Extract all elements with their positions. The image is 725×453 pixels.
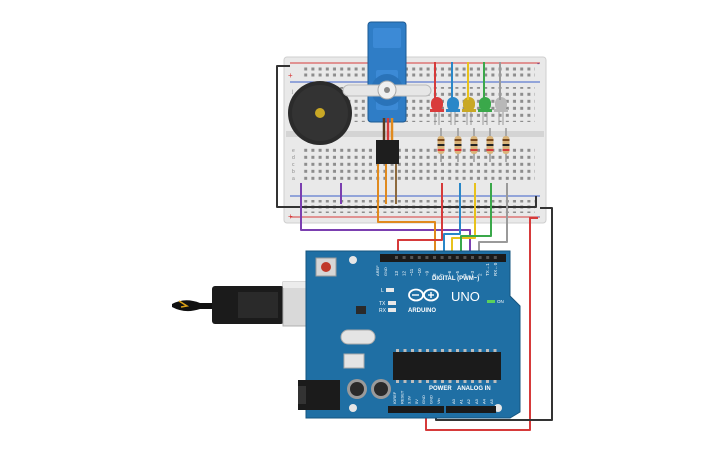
- aref-label: AREF: [375, 265, 380, 276]
- tx-label: TX: [379, 301, 386, 307]
- wire-red-5v[interactable]: [397, 183, 443, 258]
- resistor-array: [437, 128, 510, 162]
- row-letter: b: [292, 169, 295, 175]
- led[interactable]: [494, 97, 508, 125]
- row-letter: d: [292, 155, 295, 161]
- analog-pin-label: A1: [459, 398, 464, 404]
- digital-pin-label: ~3: [470, 270, 475, 276]
- uno-label: UNO: [451, 289, 480, 304]
- digital-pin-label: ~9: [424, 270, 429, 276]
- power-pin-label: 3.3V: [407, 395, 412, 404]
- rail-minus-top: -: [537, 59, 540, 68]
- wire-purple-buzzer[interactable]: [300, 183, 471, 258]
- l-label: L: [381, 288, 384, 294]
- analog-pin-label: A4: [481, 398, 486, 404]
- rx-label: RX: [379, 308, 387, 314]
- wire-black-buzzer[interactable]: [276, 65, 537, 208]
- digital-pin-label: 7: [440, 273, 445, 276]
- analog-pin-label: A2: [466, 398, 471, 404]
- digital-pin-label: 2: [478, 273, 483, 276]
- resistor[interactable]: [502, 128, 510, 162]
- power-pin-label: 5V: [414, 399, 419, 404]
- analog-pin-label: A5: [489, 398, 494, 404]
- digital-pin-label: TX→1: [485, 263, 490, 276]
- analog-pin-label: A3: [474, 398, 479, 404]
- power-pin-label: GND: [429, 395, 434, 404]
- resistor[interactable]: [454, 128, 462, 162]
- servo-motor[interactable]: [342, 21, 432, 164]
- power-pin-label: GND: [421, 395, 426, 404]
- wire-gray-led[interactable]: [478, 183, 508, 258]
- power-pin-label: RESET: [399, 390, 404, 404]
- rail-minus-bottom: -: [537, 212, 540, 221]
- piezo-buzzer[interactable]: [288, 81, 352, 145]
- wire-green-led[interactable]: [460, 183, 492, 258]
- rail-plus-bottom: +: [288, 212, 293, 221]
- resistor[interactable]: [486, 128, 494, 162]
- digital-pin-label: ~11: [409, 268, 414, 276]
- led[interactable]: [478, 97, 492, 125]
- row-letter: e: [292, 148, 295, 154]
- digital-pin-label: 12: [402, 270, 407, 276]
- wire-yellow-led[interactable]: [451, 183, 476, 258]
- digital-pin-label: 4: [462, 273, 467, 276]
- led[interactable]: [462, 97, 476, 125]
- rail-plus-top: +: [288, 71, 293, 80]
- digital-header-label: DIGITAL (PWM~): [432, 276, 479, 282]
- digital-pin-label: ~6: [447, 270, 452, 276]
- analog-pin-label: A0: [451, 398, 456, 404]
- resistor[interactable]: [470, 128, 478, 162]
- gnd-label: GND: [383, 267, 388, 276]
- digital-pin-label: 8: [432, 273, 437, 276]
- wire-blue-led[interactable]: [443, 183, 461, 258]
- digital-pin-label: 13: [394, 270, 399, 276]
- row-letter: c: [292, 162, 295, 168]
- on-label: ON: [497, 299, 504, 304]
- digital-pin-label: ~5: [455, 270, 460, 276]
- led[interactable]: [446, 97, 460, 125]
- wire-red-power[interactable]: [425, 217, 538, 431]
- power-pin-label: IOREF: [392, 391, 397, 404]
- resistor[interactable]: [437, 128, 445, 162]
- analog-label: ANALOG IN: [457, 386, 491, 392]
- power-label: POWER: [429, 386, 452, 392]
- digital-pin-label: RX←0: [493, 262, 498, 276]
- led[interactable]: [430, 97, 444, 125]
- arduino-logo-icon: [408, 288, 439, 302]
- led-array: [430, 97, 508, 125]
- breadboard[interactable]: + + - - j i h g f e d c b a: [283, 56, 547, 224]
- digital-pin-label: ~10: [417, 268, 422, 276]
- row-letter: j: [291, 89, 293, 95]
- arduino-brand: ARDUINO: [408, 308, 436, 314]
- row-letter: a: [292, 176, 295, 182]
- power-pin-label: Vin: [436, 398, 441, 404]
